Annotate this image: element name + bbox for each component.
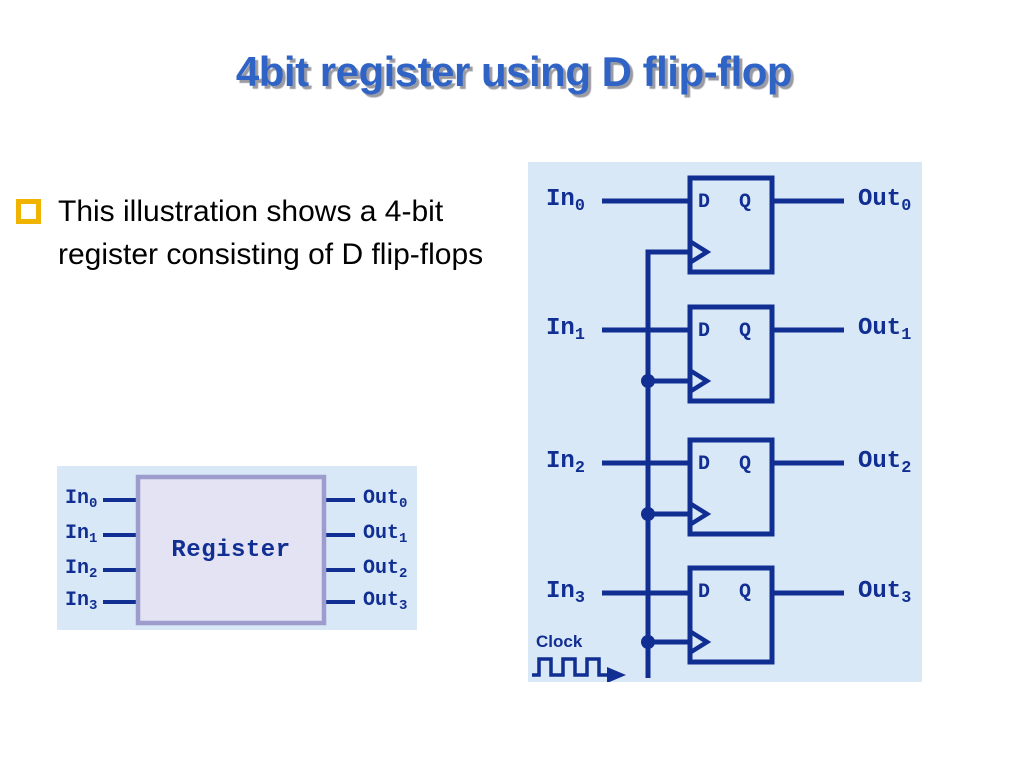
flipflop-box-3: [687, 565, 775, 665]
clock-arrowhead-icon: [607, 667, 626, 682]
in2-label: In2: [546, 450, 585, 478]
pin-base: In: [65, 487, 90, 510]
pin-sub: 1: [901, 326, 912, 346]
pin-base: Out: [858, 315, 902, 342]
register-block-panel: Register In0 In1 In2 In3 Out0 Out1 Out2 …: [57, 466, 417, 630]
q-port-label: Q: [739, 320, 752, 343]
pin-base: In: [546, 448, 575, 475]
junction-dot: [641, 507, 655, 521]
pin-sub: 3: [89, 598, 98, 615]
d-port-label: D: [698, 581, 711, 604]
pin-sub: 3: [399, 598, 408, 615]
clock-bus-wire: [645, 249, 691, 678]
out3-label: Out3: [363, 589, 408, 615]
flipflop-circuit-panel: In0 In1 In2 In3 Out0 Out1 Out2 Out3 D Q …: [528, 162, 922, 682]
register-box: [135, 474, 327, 626]
pin-sub: 2: [89, 566, 98, 583]
bullet-item: This illustration shows a 4-bit register…: [16, 190, 521, 276]
in1-label: In1: [546, 317, 585, 345]
out2-label: Out2: [858, 450, 911, 478]
d-port-label: D: [698, 453, 711, 476]
in3-label: In3: [65, 589, 98, 615]
pin-sub: 2: [399, 566, 408, 583]
q-port-label: Q: [739, 581, 752, 604]
out0-label: Out0: [858, 188, 911, 216]
pin-base: In: [546, 186, 575, 213]
pin-base: Out: [858, 448, 902, 475]
out1-label: Out1: [858, 317, 911, 345]
in0-label: In0: [65, 487, 98, 513]
pin-sub: 2: [574, 459, 585, 479]
d-port-label: D: [698, 191, 711, 214]
clock-edge-triangle-icon: [689, 240, 712, 264]
pin-sub: 0: [89, 496, 98, 513]
in3-label: In3: [546, 580, 585, 608]
pin-base: Out: [363, 557, 400, 580]
bullet-text: This illustration shows a 4-bit register…: [58, 195, 484, 271]
out1-label: Out1: [363, 522, 408, 548]
pin-base: In: [65, 557, 90, 580]
pin-base: Out: [363, 522, 400, 545]
in1-label: In1: [65, 522, 98, 548]
flipflop-box-2: [687, 437, 775, 537]
pin-sub: 0: [574, 197, 585, 217]
flipflop-wires-svg: [532, 175, 844, 682]
pin-base: In: [546, 315, 575, 342]
pin-base: In: [65, 589, 90, 612]
in0-label: In0: [546, 188, 585, 216]
clock-edge-triangle-icon: [689, 369, 712, 393]
pin-sub: 1: [399, 531, 408, 548]
slide-title: 4bit register using D flip-flop: [235, 48, 793, 95]
in2-label: In2: [65, 557, 98, 583]
flipflop-box-0: [687, 175, 775, 275]
pin-base: Out: [858, 186, 902, 213]
pin-sub: 0: [901, 197, 912, 217]
flipflop-box-1: [687, 304, 775, 404]
out3-label: Out3: [858, 580, 911, 608]
q-port-label: Q: [739, 191, 752, 214]
pin-sub: 3: [574, 589, 585, 609]
pin-sub: 1: [574, 326, 585, 346]
clock-edge-triangle-icon: [689, 630, 712, 654]
pin-base: Out: [363, 589, 400, 612]
bullet-square-icon: [16, 199, 41, 224]
out2-label: Out2: [363, 557, 408, 583]
pin-base: In: [546, 578, 575, 605]
pin-sub: 3: [901, 589, 912, 609]
clock-label: Clock: [536, 632, 583, 651]
pin-sub: 1: [89, 531, 98, 548]
register-box-label: Register: [171, 536, 291, 564]
clock-edge-triangle-icon: [689, 502, 712, 526]
out0-label: Out0: [363, 487, 408, 513]
clock-waveform-icon: [532, 657, 607, 677]
q-port-label: Q: [739, 453, 752, 476]
pin-sub: 2: [901, 459, 912, 479]
d-port-label: D: [698, 320, 711, 343]
pin-base: Out: [858, 578, 902, 605]
register-wires-svg: [103, 474, 355, 626]
junction-dot: [641, 374, 655, 388]
pin-sub: 0: [399, 496, 408, 513]
pin-base: In: [65, 522, 90, 545]
junction-dot: [641, 635, 655, 649]
pin-base: Out: [363, 487, 400, 510]
